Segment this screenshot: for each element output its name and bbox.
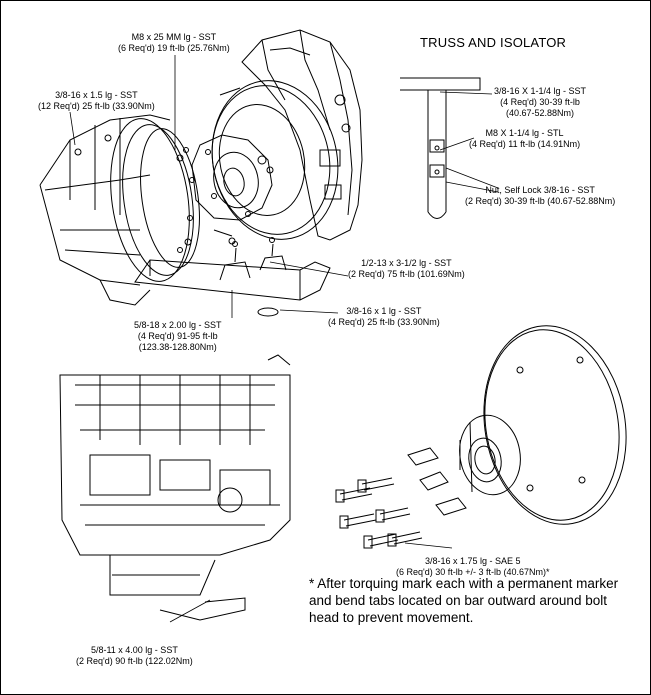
callout-3-8-16x1-1-4: 3/8-16 X 1-1/4 lg - SST (4 Req'd) 30-39 … [494,86,586,119]
callout-spec: 3/8-16 x 1 lg - SST [346,306,422,316]
engine-side-view-illustration [59,354,291,621]
flywheel-illustration [211,80,339,240]
callout-torque: (2 Req'd) 90 ft-lb (122.02Nm) [76,656,193,666]
torque-marking-note: * After torquing mark each with a perman… [309,575,618,626]
callout-torque: (2 Req'd) 75 ft-lb (101.69Nm) [348,269,465,279]
coupling-disc-illustration [191,134,274,221]
support-truss-illustration [134,237,331,317]
truss-isolator-detail [400,77,481,219]
callout-spec: 1/2-13 x 3-1/2 lg - SST [361,258,452,268]
callout-torque: (4 Req'd) 11 ft-lb (14.91Nm) [469,139,581,149]
callout-torque: (2 Req'd) 30-39 ft-lb (40.67-52.88Nm) [465,196,616,206]
leader-lines [69,55,499,623]
lock-tabs-illustration [407,447,467,516]
callout-5-8-11x4: 5/8-11 x 4.00 lg - SST (2 Req'd) 90 ft-l… [76,645,193,667]
callout-metric: (123.38-128.80Nm) [138,342,217,352]
callout-spec: 3/8-16 x 1.5 lg - SST [55,90,138,100]
callout-spec: 3/8-16 X 1-1/4 lg - SST [494,86,587,96]
note-line-1: * After torquing mark each with a perman… [309,576,619,591]
callout-3-8-16x1: 3/8-16 x 1 lg - SST (4 Req'd) 25 ft-lb (… [328,306,440,328]
callout-torque: (6 Req'd) 30 ft-lb +/- 3 ft-lb (40.67Nm)… [396,567,550,577]
flexplate-illustration [483,325,627,525]
page-title: TRUSS AND ISOLATOR [420,35,567,50]
callout-m8-25mm: M8 x 25 MM lg - SST (6 Req'd) 19 ft-lb (… [118,32,230,54]
bolt-symbols-top [176,154,236,246]
callout-spec: M8 x 25 MM lg - SST [131,32,217,42]
note-line-3: head to prevent movement. [309,610,474,625]
callout-spec: Nut, Self Lock 3/8-16 - SST [485,185,595,195]
callout-torque: (4 Req'd) 30-39 ft-lb [500,97,580,107]
callout-torque: (6 Req'd) 19 ft-lb (25.76Nm) [118,43,230,53]
callout-metric: (40.67-52.88Nm) [506,108,575,118]
callout-m8x1-1-4: M8 X 1-1/4 lg - STL (4 Req'd) 11 ft-lb (… [469,128,580,150]
callout-spec: 5/8-18 x 2.00 lg - SST [134,320,222,330]
callout-3-8-16x1-5: 3/8-16 x 1.5 lg - SST (12 Req'd) 25 ft-l… [38,90,155,112]
callout-spec: 3/8-16 x 1.75 lg - SAE 5 [424,556,521,566]
callout-3-8-16x1-75: 3/8-16 x 1.75 lg - SAE 5 (6 Req'd) 30 ft… [396,556,550,578]
callout-5-8-18x2: 5/8-18 x 2.00 lg - SST (4 Req'd) 91-95 f… [134,320,222,353]
callout-torque: (4 Req'd) 25 ft-lb (33.90Nm) [328,317,440,327]
engine-block-illustration [241,29,363,241]
callout-self-lock-nut: Nut, Self Lock 3/8-16 - SST (2 Req'd) 30… [465,185,615,207]
note-line-2: and bend tabs located on bar outward aro… [309,593,607,608]
callout-spec: 5/8-11 x 4.00 lg - SST [90,645,178,655]
bolts-illustration [335,477,423,549]
callout-torque: (4 Req'd) 91-95 ft-lb [137,331,218,341]
bell-housing-illustration [39,114,200,306]
callout-torque: (12 Req'd) 25 ft-lb (33.90Nm) [38,101,155,111]
callout-spec: M8 X 1-1/4 lg - STL [485,128,564,138]
splined-hub-illustration [459,414,521,496]
callout-1-2-13x3-1-2: 1/2-13 x 3-1/2 lg - SST (2 Req'd) 75 ft-… [348,258,465,280]
